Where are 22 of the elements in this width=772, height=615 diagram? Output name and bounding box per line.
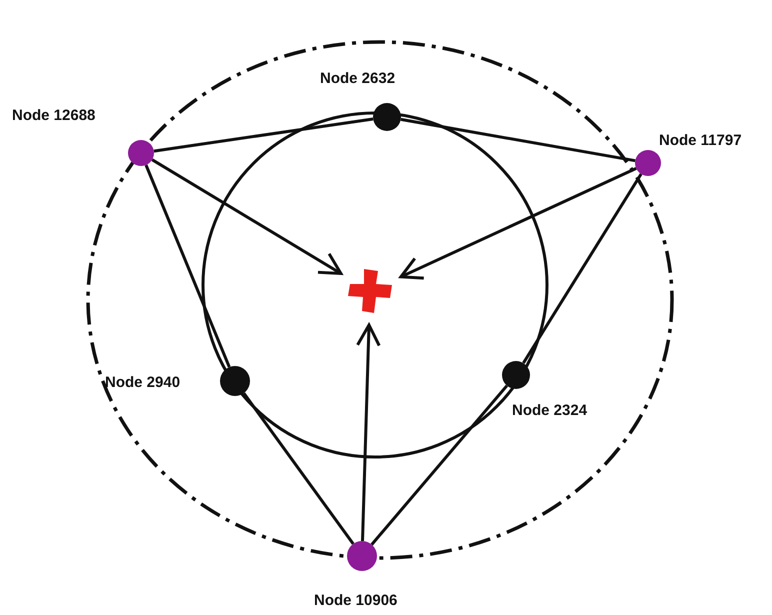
connector-line <box>522 173 642 364</box>
connector-line <box>400 118 636 162</box>
connector-line <box>144 164 231 368</box>
node-label: Node 12688 <box>12 107 96 124</box>
node-dot <box>347 541 377 571</box>
node-label: Node 2632 <box>320 70 396 87</box>
node-dot <box>502 361 530 389</box>
node-label: Node 2324 <box>512 402 588 419</box>
node-dot <box>373 103 401 131</box>
connector-line <box>370 384 508 546</box>
node-dot <box>220 366 250 396</box>
node-label: Node 2940 <box>105 374 180 391</box>
cross-icon <box>346 267 394 315</box>
arrow <box>151 158 342 275</box>
node-label: Node 11797 <box>659 132 742 149</box>
connector-line <box>154 118 374 153</box>
node-label: Node 10906 <box>314 592 398 609</box>
connector-line <box>242 392 354 545</box>
arrow <box>399 167 637 280</box>
node-dot <box>635 150 661 176</box>
arrow <box>356 324 381 542</box>
node-dot <box>128 140 154 166</box>
